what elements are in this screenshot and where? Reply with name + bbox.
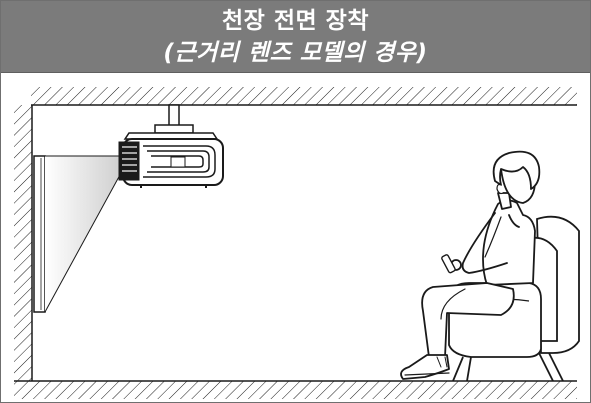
installation-scene [14, 87, 580, 399]
page-subtitle: (근거리 렌즈 모델의 경우) [163, 40, 428, 66]
floor [14, 380, 577, 399]
seated-person-icon [400, 150, 541, 380]
remote-control-icon [441, 254, 456, 274]
header-bar: 천장 전면 장착 (근거리 렌즈 모델의 경우) [1, 1, 590, 73]
projection-beam [44, 155, 122, 313]
screen-icon [33, 155, 46, 313]
ceiling [31, 87, 577, 106]
projector-icon [118, 104, 224, 188]
page-title: 천장 전면 장착 [222, 8, 369, 34]
left-wall [14, 105, 33, 381]
